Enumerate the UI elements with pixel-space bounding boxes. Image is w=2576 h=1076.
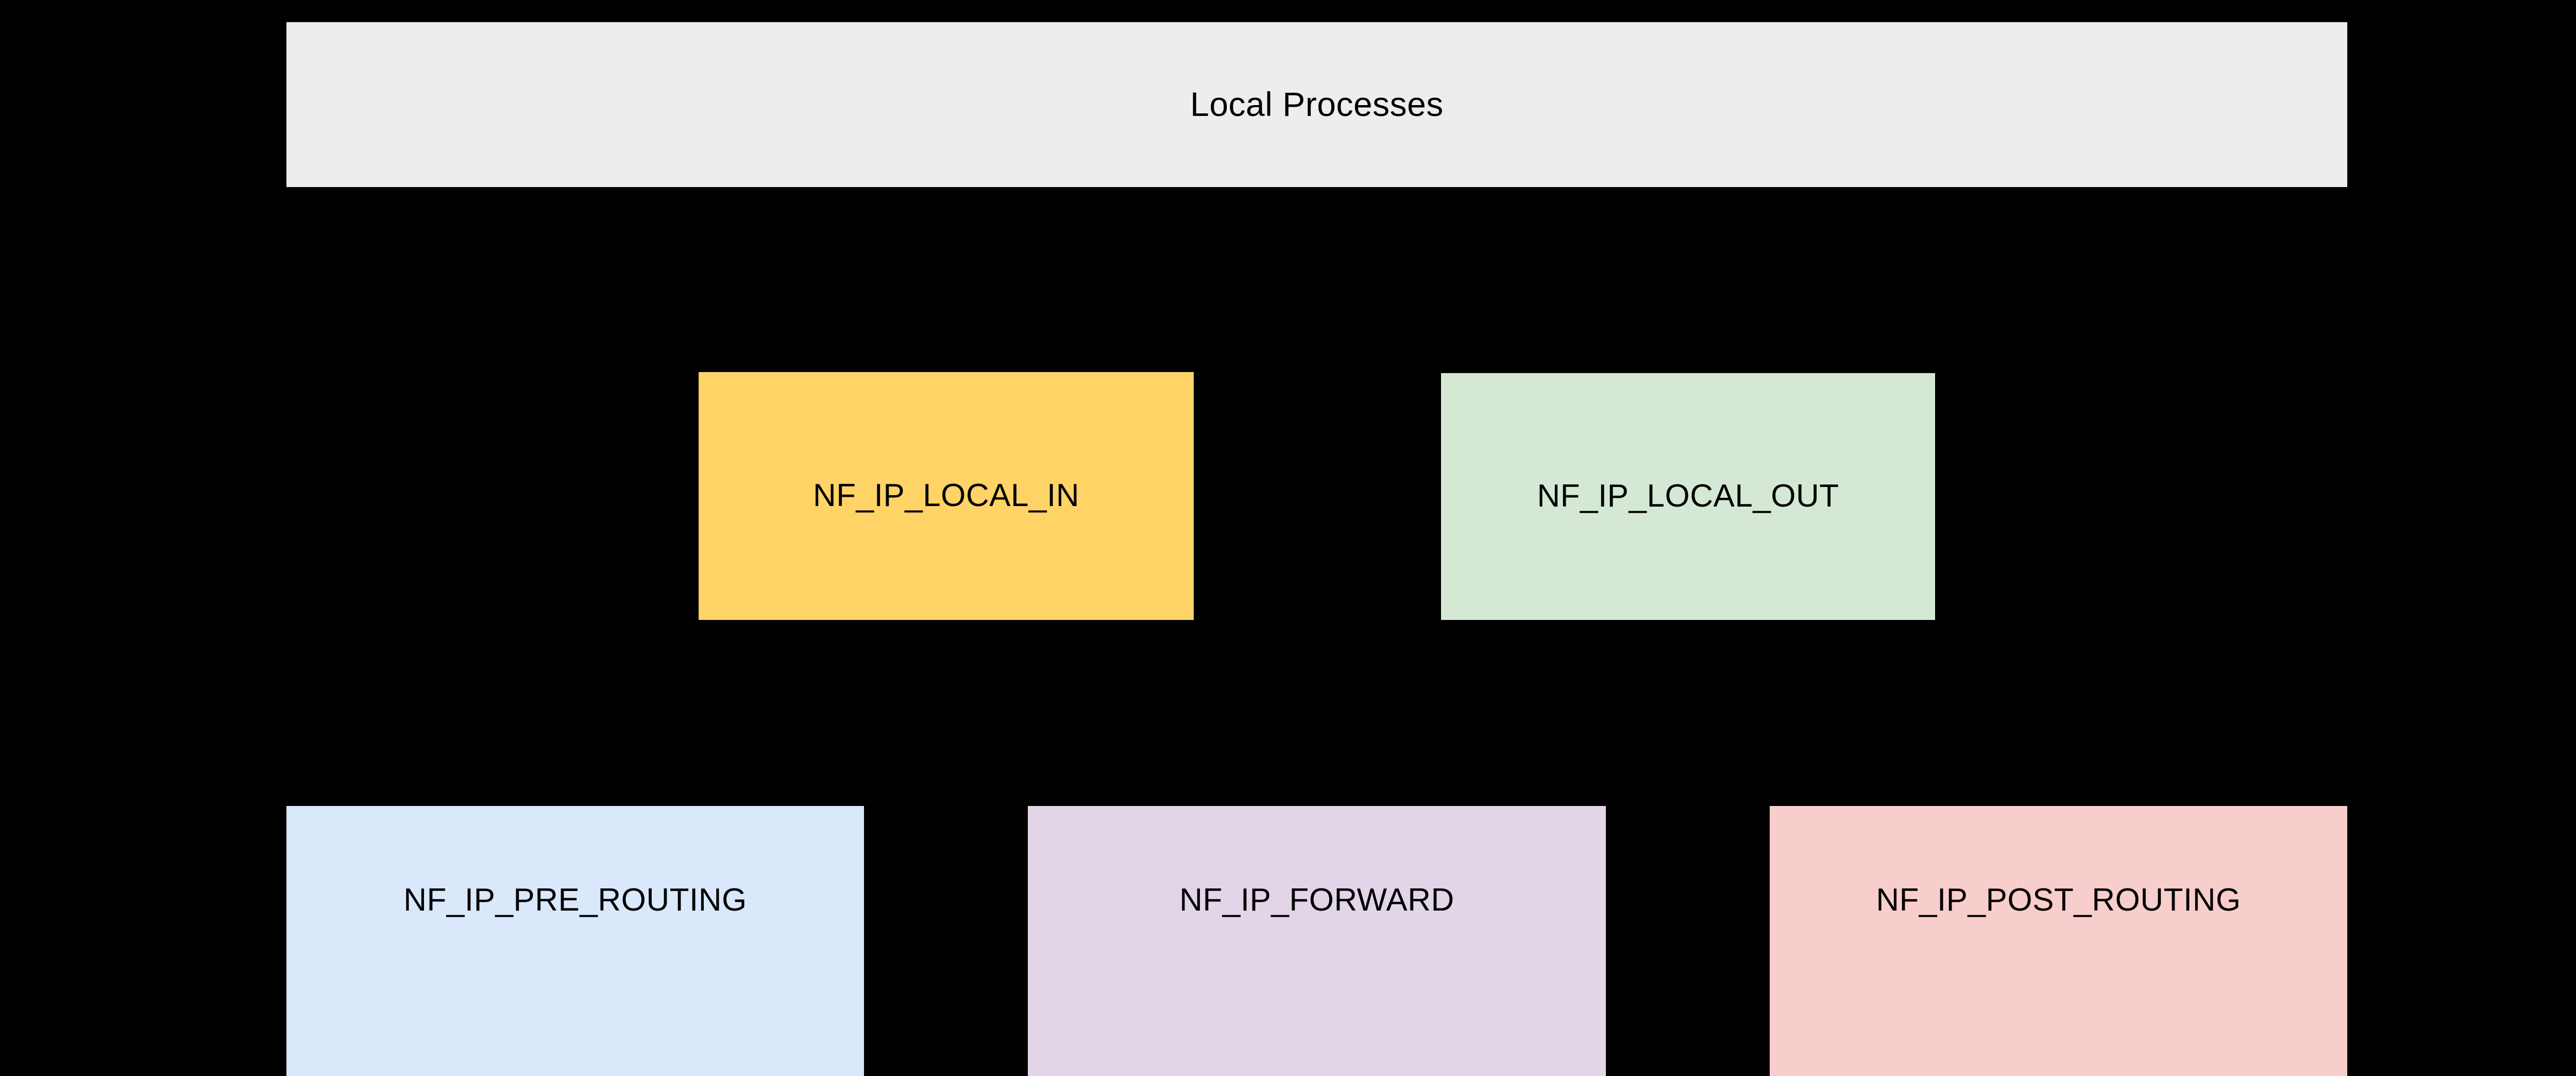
node-nf-ip-local-out[interactable]: NF_IP_LOCAL_OUT — [1441, 373, 1935, 620]
node-nf-ip-local-out-label: NF_IP_LOCAL_OUT — [1537, 478, 1839, 514]
node-nf-ip-forward-label: NF_IP_FORWARD — [1179, 882, 1454, 918]
node-nf-ip-post-routing[interactable]: NF_IP_POST_ROUTING — [1770, 806, 2347, 1076]
node-nf-ip-local-in[interactable]: NF_IP_LOCAL_IN — [699, 372, 1194, 620]
node-nf-ip-forward[interactable]: NF_IP_FORWARD — [1028, 806, 1606, 1076]
node-nf-ip-post-routing-label: NF_IP_POST_ROUTING — [1876, 882, 2241, 918]
node-nf-ip-pre-routing[interactable]: NF_IP_PRE_ROUTING — [286, 806, 864, 1076]
node-nf-ip-local-in-label: NF_IP_LOCAL_IN — [813, 478, 1079, 514]
node-nf-ip-pre-routing-label: NF_IP_PRE_ROUTING — [403, 882, 747, 918]
node-local-processes[interactable]: Local Processes — [286, 22, 2347, 187]
node-local-processes-label: Local Processes — [1190, 85, 1444, 124]
